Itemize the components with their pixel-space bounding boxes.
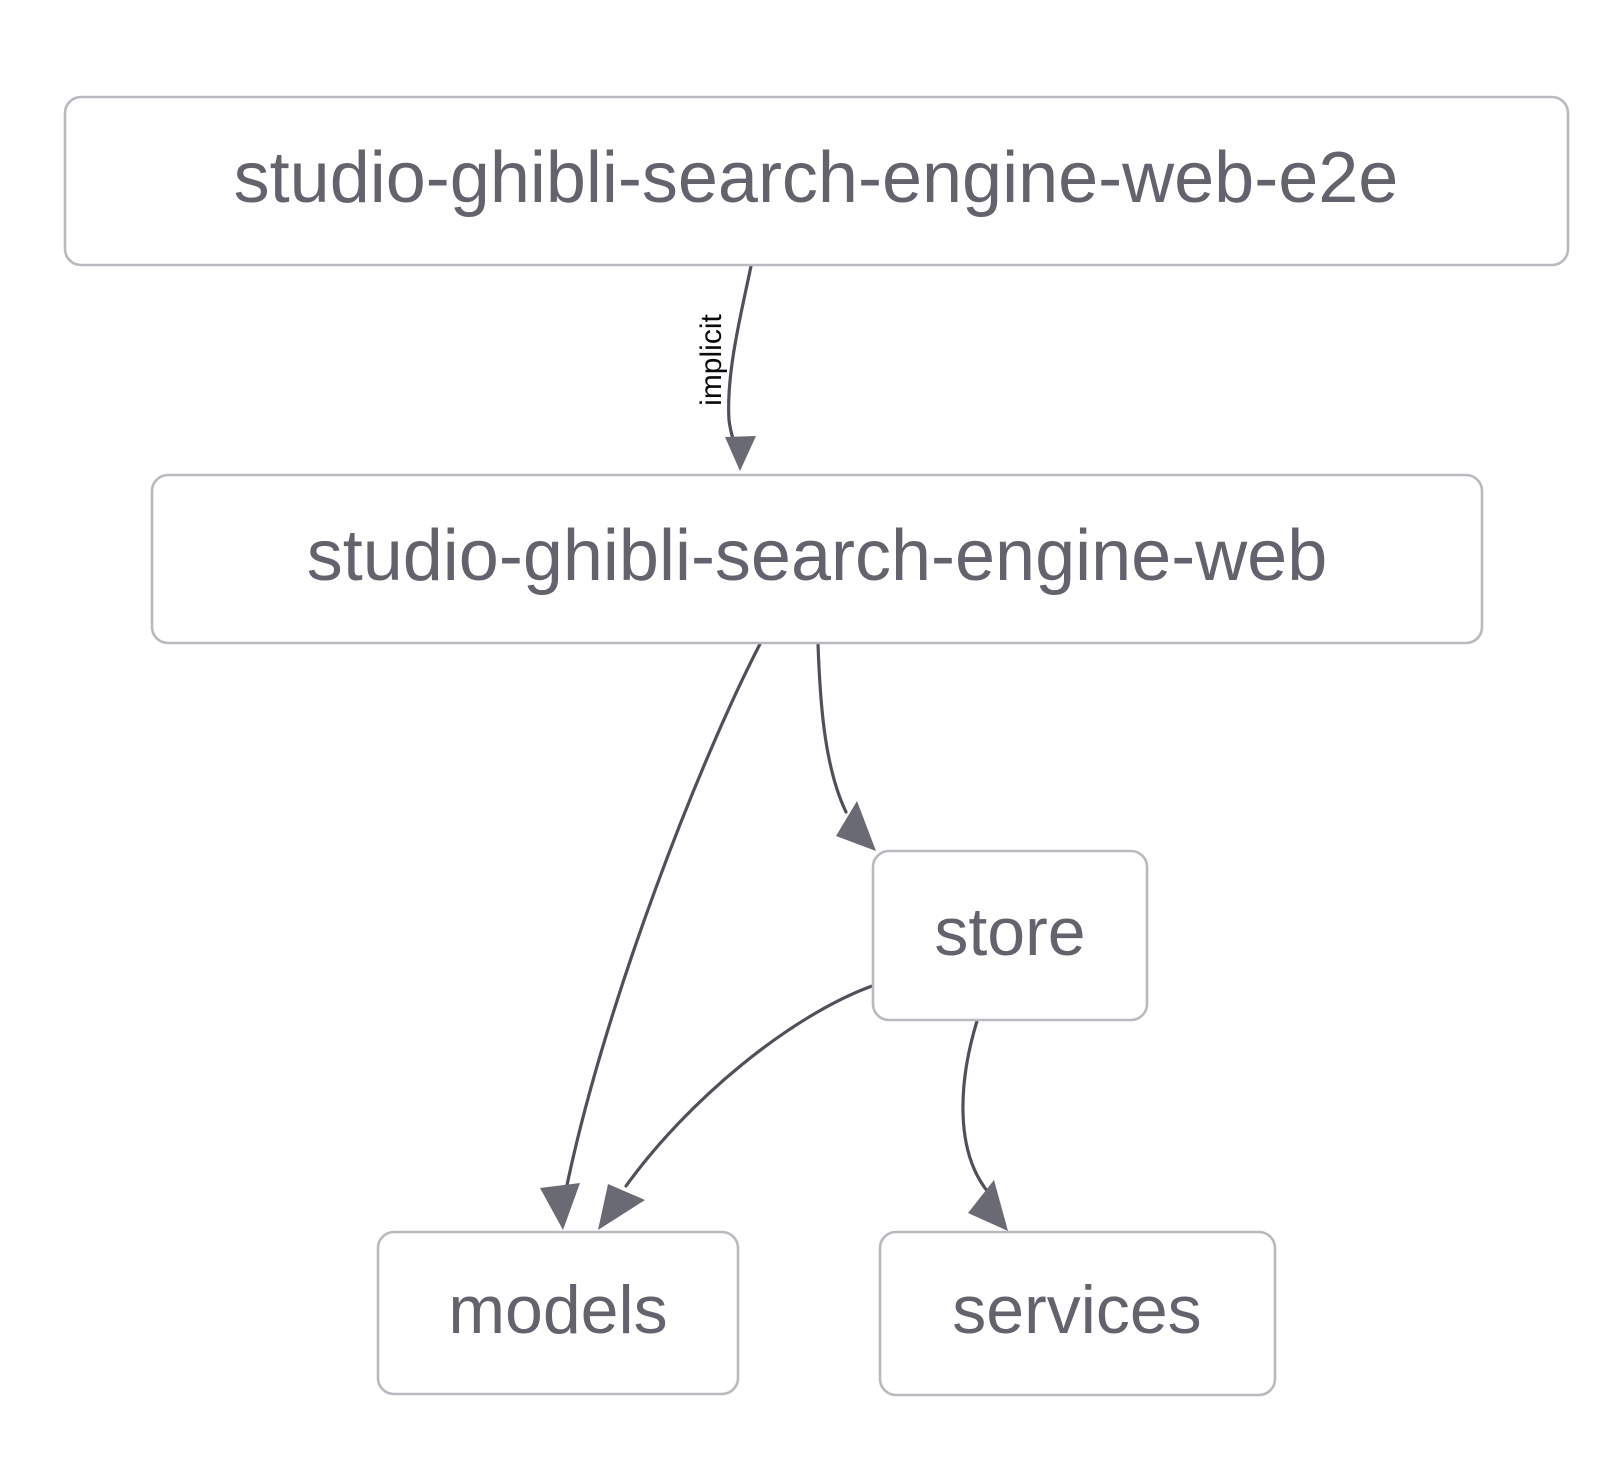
node-label: models bbox=[448, 1272, 667, 1348]
edge-label-implicit: implicit bbox=[695, 314, 728, 406]
node-box bbox=[878, 1230, 1277, 1397]
node-web[interactable]: studio-ghibli-search-engine-web bbox=[150, 473, 1484, 645]
node-services[interactable]: services bbox=[878, 1230, 1277, 1397]
edge-web-to-models[interactable] bbox=[540, 642, 762, 1230]
node-box bbox=[376, 1230, 740, 1396]
arrowhead-icon bbox=[540, 1183, 580, 1230]
arrowhead-icon bbox=[725, 436, 756, 471]
edge-web-to-store[interactable] bbox=[816, 642, 876, 851]
edge-path bbox=[816, 642, 848, 814]
arrowhead-icon bbox=[598, 1184, 645, 1230]
node-models[interactable]: models bbox=[376, 1230, 740, 1396]
node-label: studio-ghibli-search-engine-web-e2e bbox=[234, 138, 1399, 218]
edge-path bbox=[961, 1019, 990, 1194]
node-box bbox=[63, 95, 1570, 267]
node-box bbox=[871, 849, 1149, 1022]
edge-store-to-services[interactable] bbox=[961, 1019, 1008, 1231]
arrowhead-icon bbox=[968, 1180, 1008, 1231]
edge-path bbox=[565, 642, 762, 1187]
node-label: store bbox=[934, 894, 1085, 970]
arrowhead-icon bbox=[836, 801, 876, 851]
edge-store-to-models[interactable] bbox=[598, 984, 874, 1230]
node-label: services bbox=[952, 1272, 1201, 1348]
node-box bbox=[150, 473, 1484, 645]
node-store[interactable]: store bbox=[871, 849, 1149, 1022]
edge-group: implicit bbox=[540, 264, 1008, 1231]
edge-path bbox=[624, 984, 874, 1188]
node-web-e2e[interactable]: studio-ghibli-search-engine-web-e2e bbox=[63, 95, 1570, 267]
edge-path bbox=[727, 264, 753, 457]
node-label: studio-ghibli-search-engine-web bbox=[307, 516, 1328, 596]
node-group: studio-ghibli-search-engine-web-e2e stud… bbox=[63, 95, 1570, 1397]
edge-web-e2e-to-web[interactable]: implicit bbox=[695, 264, 756, 471]
